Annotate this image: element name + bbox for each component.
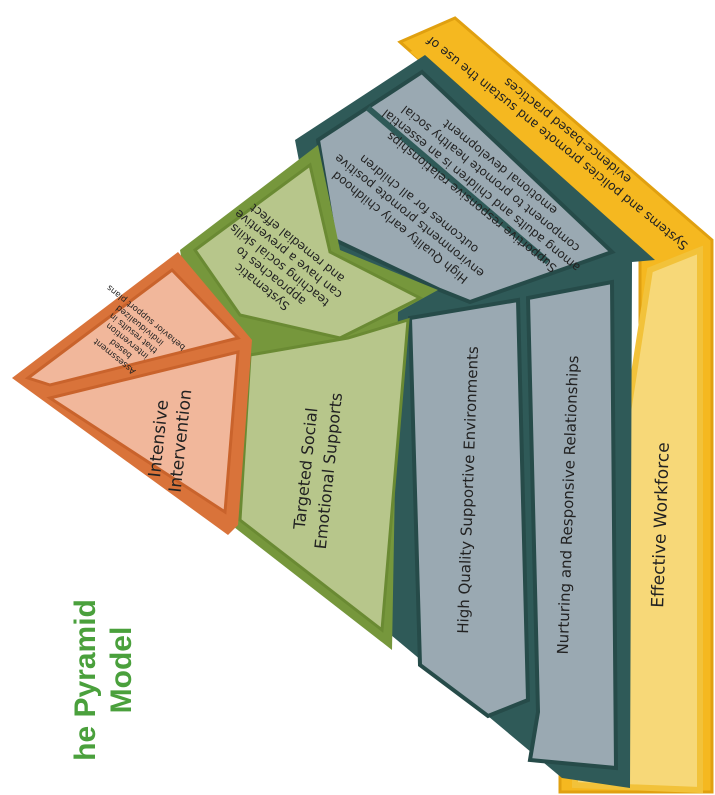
targeted-tier (180, 145, 438, 650)
universal-left-column (407, 297, 531, 719)
intensive-tier (12, 252, 252, 535)
targeted-upper-panel (192, 162, 424, 340)
universal-tier (295, 55, 655, 788)
universal-right-column (525, 279, 619, 771)
intensive-upper-panel (24, 268, 241, 387)
targeted-lower-panel (238, 317, 410, 633)
foundation-top-band (410, 28, 700, 262)
title-line-1: he Pyramid (69, 599, 102, 761)
title-line-2: Model (105, 627, 138, 714)
intensive-lower-panel (46, 350, 240, 515)
